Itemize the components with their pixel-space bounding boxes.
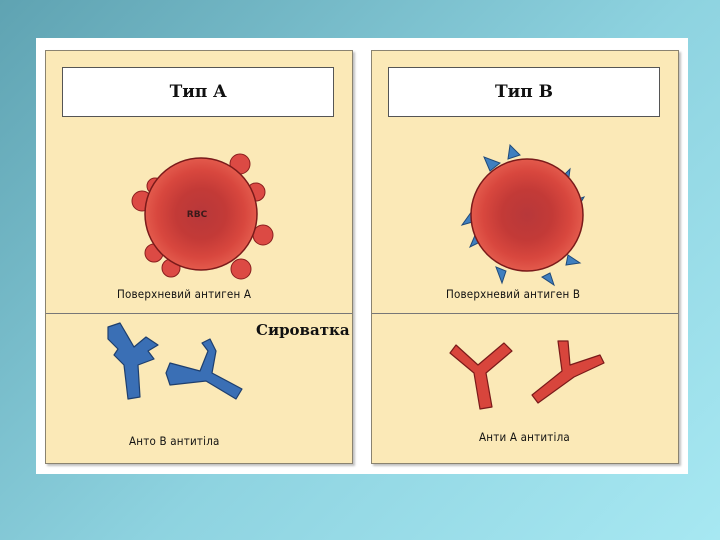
antigen-b xyxy=(507,143,521,160)
panel-a-figure: RBC xyxy=(107,153,274,400)
antigen-a xyxy=(230,258,252,280)
antigen-b xyxy=(565,254,582,266)
antigen-b-label: Поверхневий антиген B xyxy=(446,287,581,301)
antigen-b xyxy=(541,272,555,287)
panel-a-title: Тип A xyxy=(62,67,334,117)
panel-a-divider xyxy=(46,313,352,314)
panel-b-divider xyxy=(372,313,678,314)
antibody-b-2 xyxy=(165,338,243,400)
slide: Тип A xyxy=(36,38,688,474)
antibody-a-1 xyxy=(449,342,513,410)
red-blood-cell-a xyxy=(144,157,258,271)
antibody-a-label: Анти A антитіла xyxy=(479,430,570,444)
antigen-b xyxy=(495,266,507,285)
antibody-b-label: Анто В антитіла xyxy=(129,434,220,448)
rbc-label: RBC xyxy=(187,210,208,220)
serum-label: Сироватка xyxy=(256,321,350,339)
panel-b-title: Тип B xyxy=(388,67,660,117)
panel-type-a: Тип A xyxy=(45,50,353,464)
antigen-a-label: Поверхневий антиген A xyxy=(117,287,252,301)
panel-type-b: Тип B xyxy=(371,50,679,464)
red-blood-cell-b xyxy=(470,158,584,272)
antigen-b xyxy=(483,156,501,172)
panel-b-figure xyxy=(449,143,605,410)
antigen-a xyxy=(252,224,274,246)
antibody-b-1 xyxy=(107,322,159,400)
antibody-a-2 xyxy=(531,340,605,404)
